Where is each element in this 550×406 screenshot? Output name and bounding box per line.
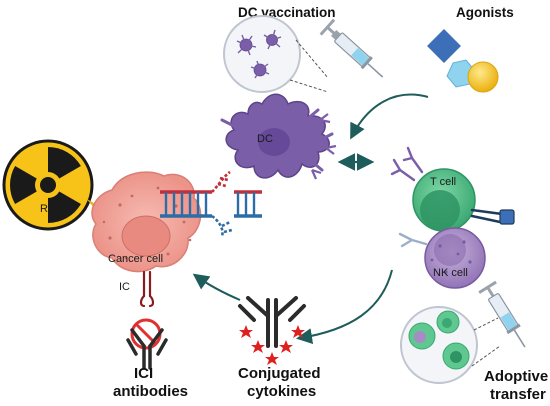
dna-icon bbox=[160, 170, 262, 237]
conjugated-cytokines-label-line1: Conjugated bbox=[238, 365, 321, 382]
agonists-label: Agonists bbox=[456, 5, 514, 20]
ici-antibodies-label-line2: antibodies bbox=[113, 383, 188, 400]
dc-label: DC bbox=[257, 133, 273, 145]
conjugated-cytokine-antibody-icon bbox=[238, 296, 306, 348]
t-cell-label: T cell bbox=[430, 176, 456, 188]
immune-checkpoint-receptor bbox=[139, 270, 155, 308]
syringe-icon bbox=[478, 280, 526, 348]
ici-antibody-icon bbox=[126, 328, 168, 370]
agonists-to-immune-arrow bbox=[350, 93, 429, 140]
nk-cell-label: NK cell bbox=[433, 267, 468, 279]
cytokine-star-icons bbox=[239, 325, 305, 365]
adoptive-transfer-vial bbox=[400, 306, 501, 384]
adoptive-transfer-label-line2: transfer bbox=[490, 386, 546, 403]
t-cell bbox=[390, 146, 515, 232]
agonist-shapes-icon bbox=[427, 29, 499, 93]
dc-vaccine-vial bbox=[223, 15, 329, 93]
cancer-cell-label: Cancer cell bbox=[108, 253, 163, 265]
conjugated-cytokines-label-line2: cytokines bbox=[247, 383, 316, 400]
rt-label: RT bbox=[40, 203, 55, 215]
ici-antibodies-label-line1: ICI bbox=[134, 365, 153, 382]
adoptive-transfer-label-line1: Adoptive bbox=[484, 368, 548, 385]
cytokines-to-cancer-arrow bbox=[192, 273, 241, 301]
immune-to-cytokines-arrow bbox=[296, 269, 393, 344]
dendritic-cell bbox=[220, 93, 337, 180]
ic-label: IC bbox=[119, 281, 130, 293]
nk-cell bbox=[398, 227, 486, 289]
radiation-icon bbox=[2, 139, 94, 231]
syringe-icon bbox=[319, 18, 384, 78]
